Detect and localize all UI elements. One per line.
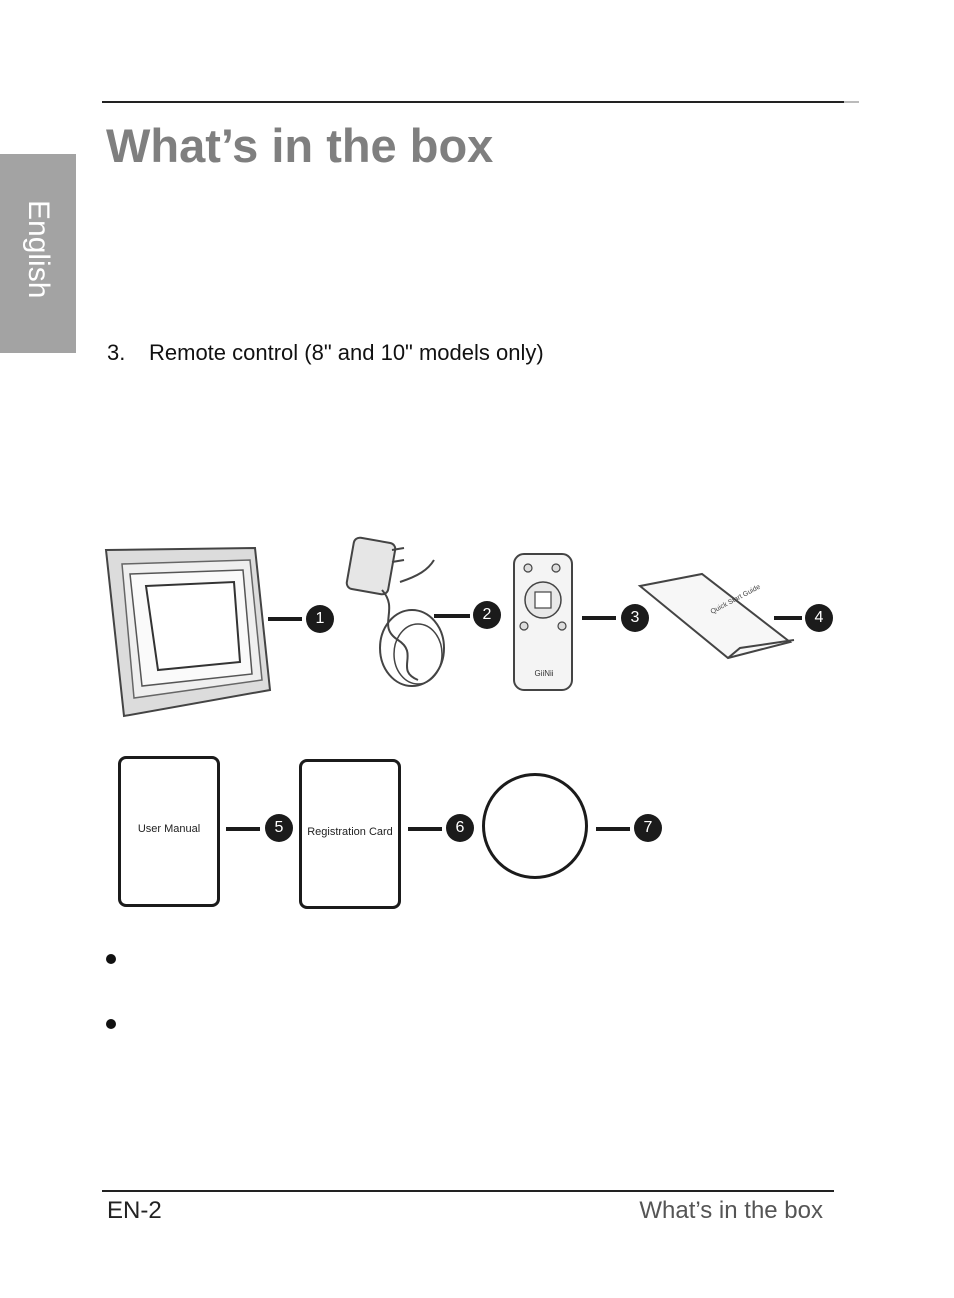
header-rule xyxy=(102,101,844,103)
photo-frame-icon xyxy=(104,546,272,718)
registration-card-label: Registration Card xyxy=(307,826,393,838)
quick-start-guide-icon xyxy=(637,572,795,660)
bullet-point xyxy=(106,1019,116,1029)
callout-leader-1 xyxy=(268,617,302,621)
user-manual-label: User Manual xyxy=(137,823,201,835)
language-tab-label: English xyxy=(22,200,55,299)
user-manual-card: User Manual xyxy=(118,756,220,907)
callout-2: 2 xyxy=(473,601,501,629)
callout-leader-5 xyxy=(226,827,260,831)
list-item: 3. Remote control (8" and 10" models only… xyxy=(107,340,544,366)
callout-leader-2 xyxy=(434,614,470,618)
box-contents-illustration: GiiNii Quick Start Guide xyxy=(104,536,795,718)
page-number: EN-2 xyxy=(107,1197,162,1224)
callout-leader-6 xyxy=(408,827,442,831)
remote-brand-text: GiiNii xyxy=(534,669,553,678)
footer-rule xyxy=(102,1190,834,1192)
header-rule-tail xyxy=(844,101,859,103)
language-tab xyxy=(0,154,76,353)
callout-4: 4 xyxy=(805,604,833,632)
callout-6: 6 xyxy=(446,814,474,842)
list-item-number: 3. xyxy=(107,340,126,365)
disc-icon xyxy=(482,773,588,879)
power-adapter-icon xyxy=(345,536,445,687)
callout-7: 7 xyxy=(634,814,662,842)
registration-card: Registration Card xyxy=(299,759,401,909)
callout-leader-7 xyxy=(596,827,630,831)
callout-1: 1 xyxy=(306,605,334,633)
remote-control-icon xyxy=(513,553,573,691)
callout-5: 5 xyxy=(265,814,293,842)
footer-section-title: What’s in the box xyxy=(639,1197,823,1224)
bullet-point xyxy=(106,954,116,964)
page-title: What’s in the box xyxy=(106,119,494,172)
callout-3: 3 xyxy=(621,604,649,632)
callout-leader-4 xyxy=(774,616,802,620)
callout-leader-3 xyxy=(582,616,616,620)
box-contents-figure: GiiNii Quick Start Guide 1 2 3 4 User Ma… xyxy=(100,530,860,930)
list-item-text: Remote control (8" and 10" models only) xyxy=(149,340,544,365)
